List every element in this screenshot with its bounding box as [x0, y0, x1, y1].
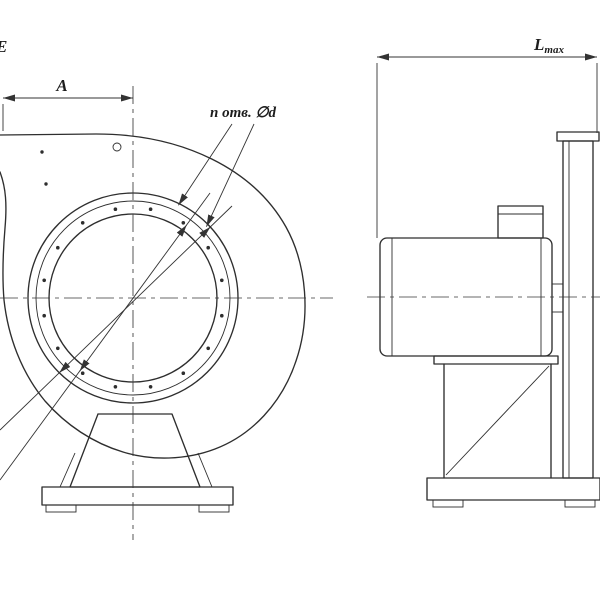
corner-letter-label: E: [0, 37, 7, 56]
side-view: Lmax: [367, 35, 600, 508]
front-view: A n отв. ∅d: [0, 76, 333, 540]
casing-rivet-holes: [40, 142, 122, 186]
shaft-hub: [551, 283, 564, 313]
bolt-hole-dots: [42, 207, 224, 389]
diameter-line: [0, 205, 233, 431]
scroll-casing-outline: [0, 133, 306, 459]
side-base-plate: [426, 477, 600, 508]
housing-body: [562, 140, 594, 479]
dim-lmax-label: Lmax: [533, 35, 564, 56]
side-motor: [379, 205, 564, 357]
discharge-flange: [556, 131, 600, 142]
dim-a-label: A: [55, 76, 67, 95]
leader-line: [205, 123, 255, 227]
support-brace: [445, 365, 550, 476]
front-base-plate: [41, 486, 234, 513]
leader-line: [178, 123, 233, 206]
casing-hole: [112, 142, 122, 152]
dimension-lmax: Lmax: [376, 35, 598, 238]
side-support: [433, 355, 559, 479]
rivet-dot: [44, 182, 48, 186]
terminal-box: [497, 205, 544, 239]
front-centerlines: [0, 86, 333, 540]
front-pedestal: [59, 413, 213, 488]
holes-note: n отв. ∅d: [178, 105, 277, 227]
diameter-dimension-lines: [0, 192, 233, 481]
rivet-dot: [40, 150, 44, 154]
motor-mount-plate: [433, 355, 559, 365]
dimension-a: A: [2, 76, 133, 131]
diameter-line: [0, 192, 211, 481]
holes-note-label: n отв. ∅d: [210, 105, 277, 121]
